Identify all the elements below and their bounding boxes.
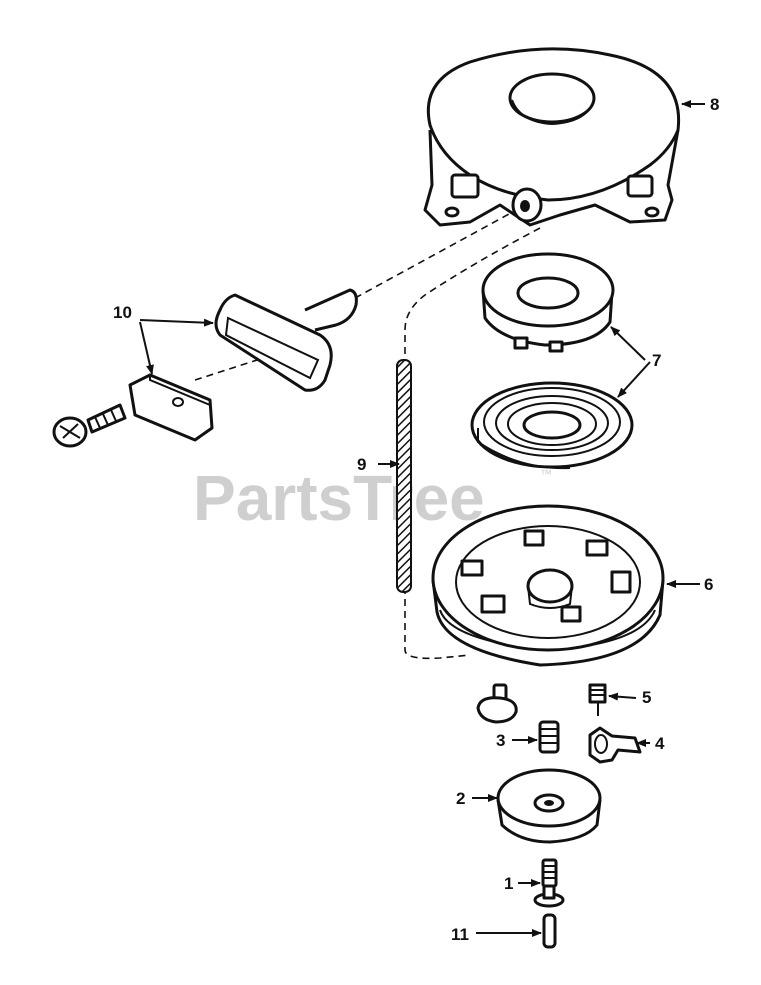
part-7-recoil-spring [470,381,634,470]
part-10-handle-insert [128,373,214,442]
part-1-center-screw [533,858,565,908]
part-8-starter-housing [423,47,681,227]
part-2-retainer [496,768,602,844]
callout-1: 1 [504,874,513,893]
callout-3: 3 [496,731,505,750]
callout-10: 10 [113,303,132,322]
watermark-text: PartsTree [193,462,485,534]
leader-lines [139,100,705,937]
callout-8: 8 [710,95,719,114]
callout-2: 2 [456,789,465,808]
part-10-handle [214,288,358,392]
callout-5: 5 [642,688,651,707]
part-3-spring [538,720,560,754]
callout-7: 7 [652,351,661,370]
part-4-pawl [588,726,642,764]
watermark-trademark: ™ [540,467,552,481]
callout-11: 11 [451,925,469,944]
watermark: PartsTree ™ [193,462,552,534]
callout-4: 4 [655,734,665,753]
part-5-pawl-spring [588,683,607,716]
callout-9: 9 [357,455,366,474]
part-10-screw [52,403,127,448]
callout-6: 6 [704,575,713,594]
part-9-starter-rope [396,359,412,593]
part-7-spring-cover [481,252,615,353]
part-11-pin [542,913,557,949]
callout-labels: 8 7 6 9 10 5 4 3 2 1 11 [113,95,719,944]
part-6-pulley [431,504,665,667]
brake-screw [476,683,518,724]
